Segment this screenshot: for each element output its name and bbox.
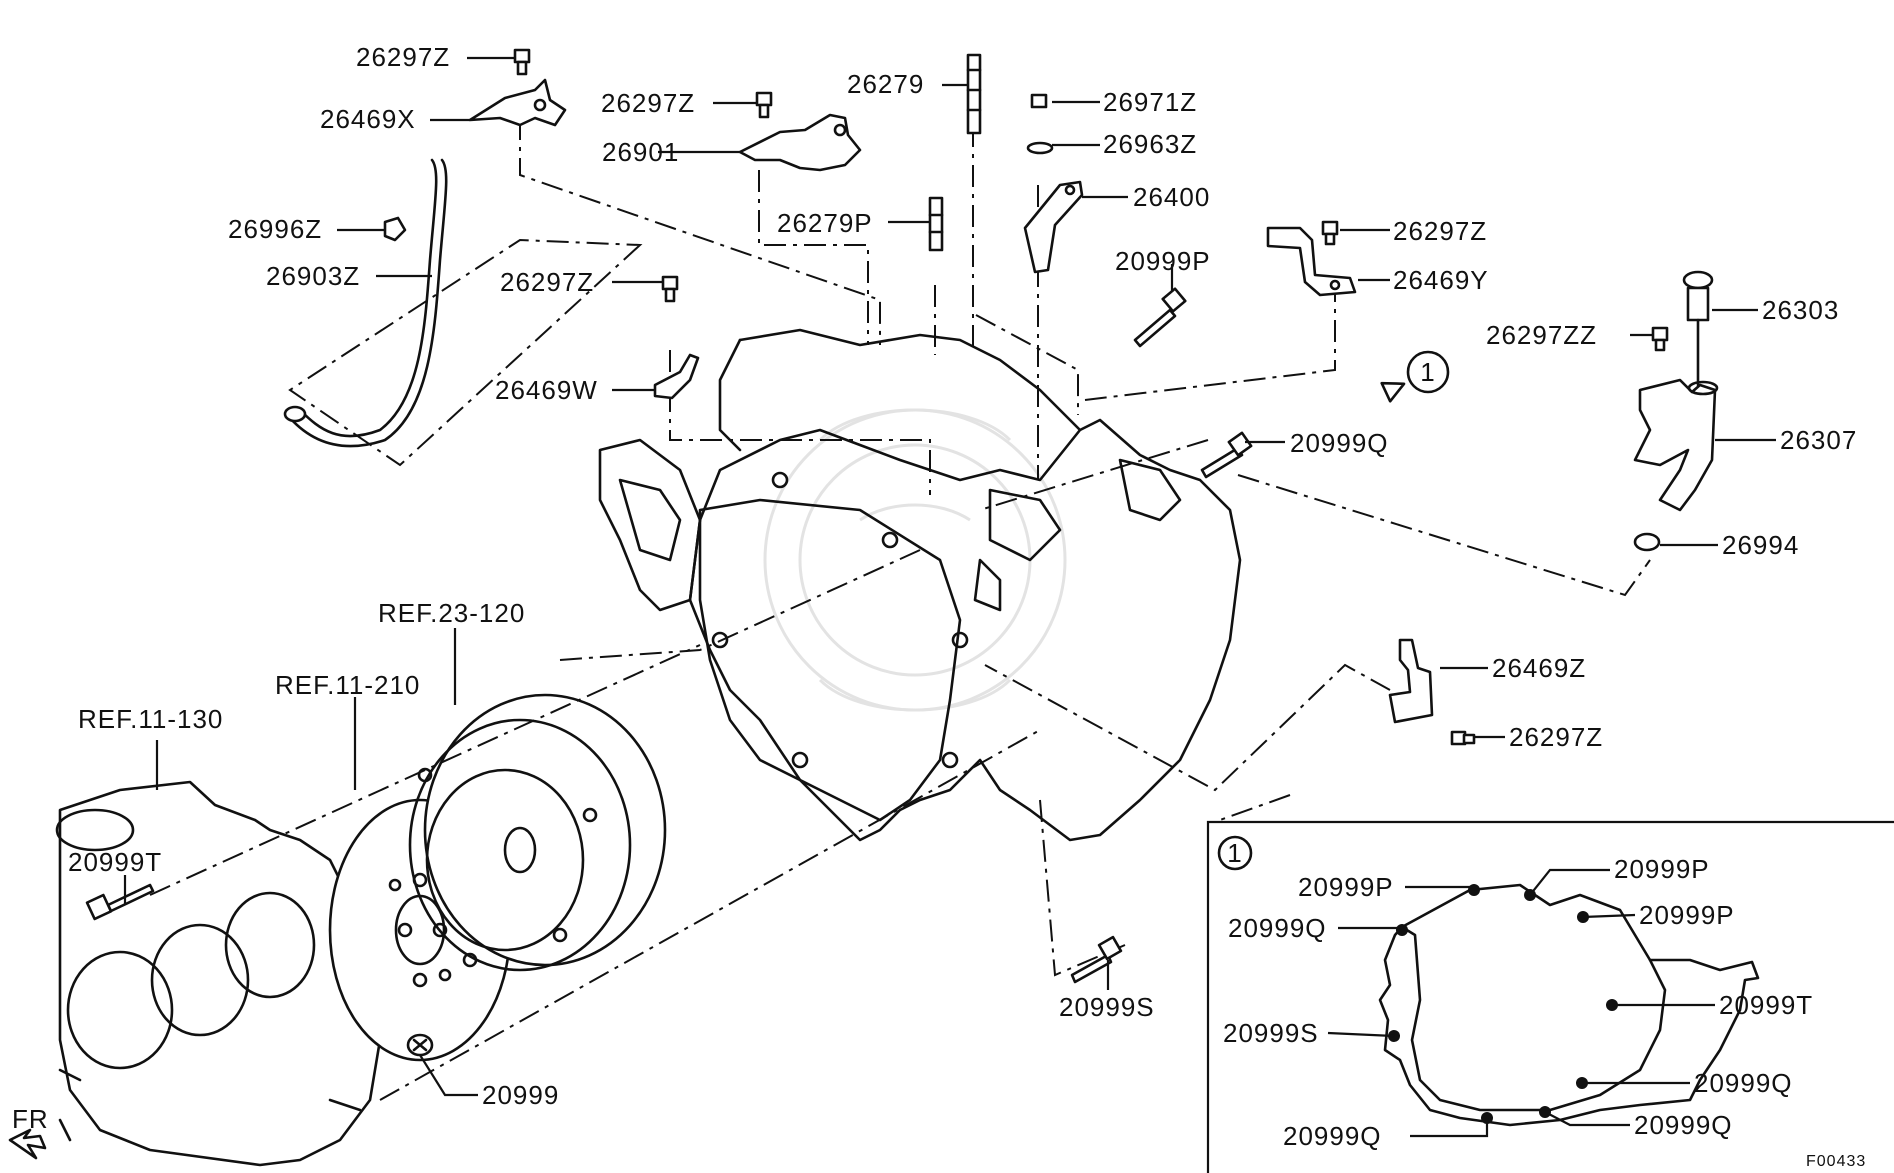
label-26996z: 26996Z (228, 214, 322, 244)
watermark (763, 408, 1067, 712)
bolt-26297z-e-icon (1450, 730, 1476, 746)
label-20999t: 20999T (68, 847, 162, 877)
bolt-26297zz-icon (1651, 326, 1669, 352)
label-26469y: 26469Y (1393, 265, 1489, 295)
label-26971z: 26971Z (1103, 87, 1197, 117)
hose-26903z-icon (283, 158, 448, 448)
inset-label-q-left: 20999Q (1228, 913, 1327, 943)
label-26297z-b: 26297Z (601, 88, 695, 118)
label-26297z-c: 26297Z (1393, 216, 1487, 246)
inset-callout: 1 (1227, 838, 1242, 868)
leader-lines (123, 56, 1776, 1097)
bracket-26469w-icon (653, 353, 700, 400)
label-20999q: 20999Q (1290, 428, 1389, 458)
bracket-26469y-icon (1266, 226, 1357, 297)
label-ref23-120: REF.23-120 (378, 598, 525, 628)
label-26297zz: 26297ZZ (1486, 320, 1597, 350)
bolt-26297z-b-icon (755, 91, 773, 119)
inset-label-s-left: 20999S (1223, 1018, 1319, 1048)
inset-label-p-right: 20999P (1639, 900, 1735, 930)
label-ref11-210: REF.11-210 (275, 670, 420, 700)
label-26469w: 26469W (495, 375, 598, 405)
label-ref11-130: REF.11-130 (78, 704, 223, 734)
label-26303: 26303 (1762, 295, 1839, 325)
label-20999p: 20999P (1115, 246, 1211, 276)
label-26400: 26400 (1133, 182, 1210, 212)
label-20999s: 20999S (1059, 992, 1155, 1022)
bolt-20999t-icon (85, 883, 155, 921)
inset-label-q-right-low: 20999Q (1694, 1068, 1793, 1098)
engine-block (55, 780, 382, 1167)
label-26297z-e: 26297Z (1509, 722, 1603, 752)
bolt-20999q-icon (1200, 431, 1253, 479)
callout-1: 1 (1380, 350, 1450, 403)
label-26903z: 26903Z (266, 261, 360, 291)
dashed-guides (149, 118, 1651, 1101)
label-26279p: 26279P (777, 208, 873, 238)
inset-label-p-top-left: 20999P (1298, 872, 1394, 902)
washer-26963z-icon (1026, 141, 1054, 155)
figure-code: F00433 (1806, 1153, 1866, 1170)
bracket-26901-icon (738, 113, 862, 172)
part-labels: 26297Z 26469X 26297Z 26901 26279 26971Z … (68, 42, 1857, 1110)
stud-26279p-icon (928, 196, 944, 252)
label-26307: 26307 (1780, 425, 1857, 455)
lever-26400-icon (1023, 180, 1084, 274)
bolt-20999-icon (406, 1033, 434, 1057)
label-26994: 26994 (1722, 530, 1799, 560)
nut-26971z-icon (1030, 93, 1048, 109)
bolt-20999p-icon (1133, 287, 1187, 348)
inset-label-q-bottom-left: 20999Q (1283, 1121, 1382, 1151)
stud-26279-icon (966, 53, 982, 135)
label-26297z-a: 26297Z (356, 42, 450, 72)
bolt-20999s-icon (1070, 935, 1123, 984)
label-26901: 26901 (602, 137, 679, 167)
dipstick-26303-icon (1682, 270, 1714, 387)
bracket-26469x-icon (468, 78, 567, 127)
bolt-26297z-c-icon (1321, 220, 1339, 246)
tube-26307-icon (1633, 378, 1719, 512)
bolt-26297z-d-icon (661, 275, 679, 303)
label-20999: 20999 (482, 1080, 559, 1110)
label-26469x: 26469X (320, 104, 416, 134)
fr-arrow: FR (8, 1104, 48, 1160)
bracket-26469z-icon (1388, 638, 1434, 724)
inset-label-p-top-right: 20999P (1614, 854, 1710, 884)
bolt-26297z-a-icon (513, 48, 531, 76)
label-26297z-d: 26297Z (500, 267, 594, 297)
clip-26996z-icon (383, 216, 407, 242)
transaxle-housing (598, 328, 1242, 842)
inset-label-q-bottom-right: 20999Q (1634, 1110, 1733, 1140)
inset-label-t-right: 20999T (1719, 990, 1813, 1020)
label-26469z: 26469Z (1492, 653, 1586, 683)
label-26279: 26279 (847, 69, 924, 99)
oring-26994-icon (1633, 532, 1661, 552)
callout-1-label: 1 (1420, 357, 1435, 387)
inset-panel: 1 20999P 20999P 20999Q 20999P 20999T 209… (1206, 820, 1894, 1173)
torque-converter (408, 693, 667, 972)
label-26963z: 26963Z (1103, 129, 1197, 159)
